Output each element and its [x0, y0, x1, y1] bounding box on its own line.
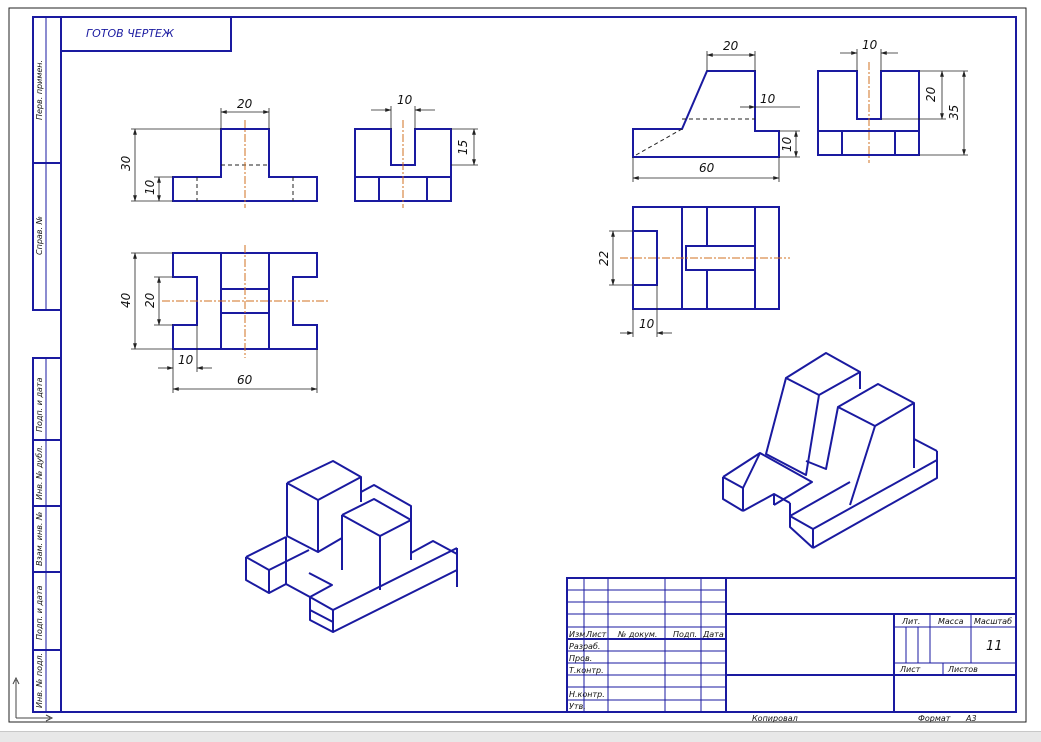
dim-front-right-base: 10: [780, 136, 794, 152]
tb-col-list: Лист: [585, 630, 607, 639]
dim-plan-left-length: 60: [237, 373, 253, 387]
tb-sheet-number: 11: [986, 639, 1003, 654]
title-block-labels: Изм. Лист № докум. Подп. Дата Разраб. Пр…: [569, 617, 1012, 723]
tb-scale: Масштаб: [974, 617, 1012, 626]
tb-row-nkontr: Н.контр.: [569, 690, 605, 699]
dim-side-right-upper: 20: [924, 86, 938, 102]
tb-sheets: Листов: [947, 665, 978, 674]
tb-row-utv: Утв.: [569, 702, 586, 711]
left-strip-label-1: Перв. примен.: [35, 60, 44, 120]
dim-front-left-width: 20: [237, 97, 253, 111]
dim-front-right-length: 60: [699, 161, 715, 175]
axis-indicator: [12, 676, 54, 722]
left-strip-label-6: Подп. и дата: [35, 585, 44, 640]
dim-plan-right-offset: 10: [639, 317, 655, 331]
dim-front-right-step: 10: [760, 92, 776, 106]
tb-format: Формат: [918, 714, 951, 723]
isometric-right[interactable]: [722, 352, 938, 549]
tb-format-value: А3: [965, 714, 977, 723]
dim-side-left-height: 15: [456, 140, 470, 155]
isometric-left[interactable]: [245, 460, 458, 633]
title-block: [566, 577, 1017, 713]
sheet-outer-frame: [8, 7, 1027, 723]
plan-view-left[interactable]: [162, 245, 328, 358]
side-view-right-dims: [840, 49, 968, 156]
side-view-left-dims: [371, 106, 478, 166]
left-strip-label-5: Взам. инв. №: [35, 512, 44, 566]
left-strip-label-3: Подп. и дата: [35, 377, 44, 432]
dim-side-right-slot: 10: [862, 38, 878, 52]
dim-plan-left-height: 40: [119, 292, 133, 308]
dim-side-right-total: 35: [947, 105, 961, 120]
dim-plan-right-height: 22: [597, 251, 611, 266]
status-bar: [0, 731, 1041, 742]
front-view-left-dims: [131, 108, 270, 202]
dim-front-right-top: 20: [723, 39, 739, 53]
tb-copied: Копировал: [752, 714, 798, 723]
tb-col-izm: Изм.: [569, 630, 588, 639]
left-strip-label-2: Справ. №: [35, 216, 44, 255]
left-strip-labels: Перв. примен. Справ. № Подп. и дата Инв.…: [35, 60, 44, 708]
plan-view-right-dims: [609, 230, 672, 337]
dim-plan-left-step: 10: [178, 353, 194, 367]
tb-row-prov: Пров.: [569, 654, 592, 663]
front-view-right[interactable]: [632, 70, 780, 158]
left-strip-label-4: Инв. № дубл.: [35, 445, 44, 500]
left-strip-label-7: Инв. № подл.: [35, 653, 44, 708]
dim-side-left-slot: 10: [397, 93, 413, 107]
tb-col-sign: Подп.: [673, 630, 697, 639]
tb-col-date: Дата: [702, 630, 724, 639]
tb-lit: Лит.: [901, 617, 920, 626]
tb-row-tkontr: Т.контр.: [569, 666, 604, 675]
tb-row-razrab: Разраб.: [569, 642, 600, 651]
top-stamp-text: ГОТОВ ЧЕРТЕЖ: [86, 27, 175, 40]
tb-sheet: Лист: [899, 665, 921, 674]
tb-col-doc: № докум.: [617, 630, 657, 639]
sheet-inner-frame: [60, 16, 1017, 713]
plan-view-left-dims: [131, 252, 318, 393]
front-view-right-dims: [632, 51, 800, 182]
dim-front-left-height-total: 30: [119, 155, 133, 171]
dim-front-left-height-base: 10: [143, 179, 157, 195]
dim-plan-left-inner: 20: [143, 292, 157, 308]
plan-view-right[interactable]: [620, 206, 790, 310]
side-view-left[interactable]: [354, 120, 452, 208]
top-stamp-box: [60, 16, 232, 52]
left-strip: [32, 16, 62, 713]
tb-mass: Масса: [938, 617, 964, 626]
side-view-right[interactable]: [817, 62, 920, 163]
front-view-left[interactable]: [172, 120, 318, 208]
